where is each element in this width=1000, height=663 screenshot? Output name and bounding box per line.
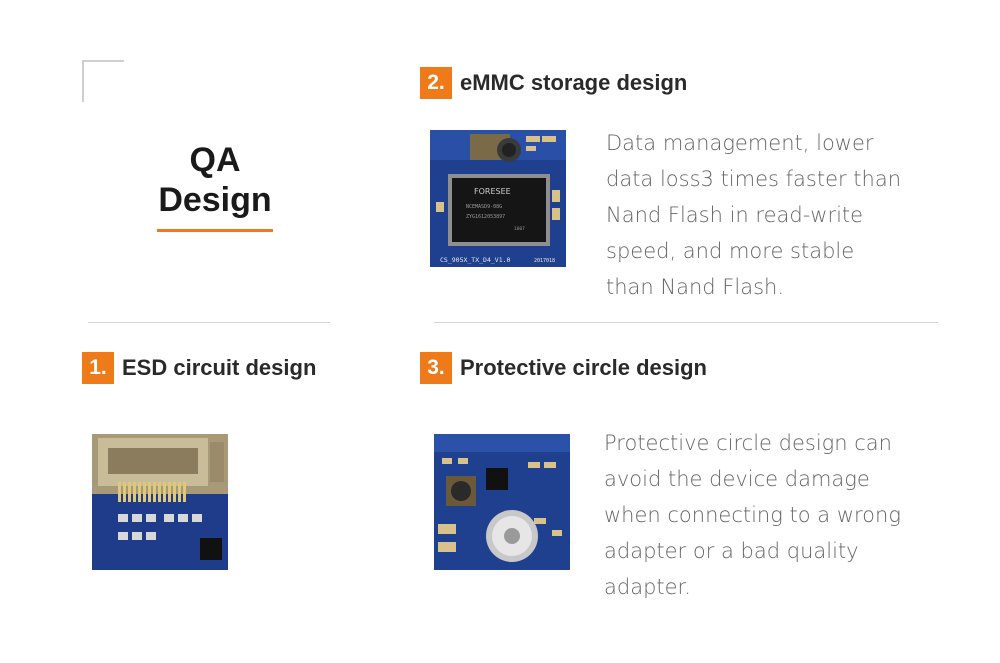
qa-title-line1: QA [189,141,241,179]
qa-title-line2: Design [158,181,272,219]
emmc-chip-photo: FORESEE NCEMASD9-08G ZYG1612053897 1607 … [430,130,566,267]
protective-desc-line: Protective circle design can [604,431,892,455]
protective-desc-line: adapter or a bad quality [604,539,859,563]
emmc-number-badge: 2. [420,67,452,99]
emmc-section-title: eMMC storage design [460,70,688,95]
emmc-desc-line: Data management, lower [606,131,874,155]
chip-brand-text: FORESEE [474,187,511,196]
emmc-desc-line: than Nand Flash. [606,275,784,299]
emmc-desc-line: speed, and more stable [606,239,855,263]
protective-section-heading: 3. Protective circle design [420,351,707,385]
board-date-text: 2017018 [534,258,555,264]
esd-circuit-photo [92,434,228,570]
esd-section-heading: 1. ESD circuit design [82,351,316,385]
esd-section-title: ESD circuit design [122,355,317,380]
emmc-desc-line: data loss3 times faster than [606,167,902,191]
protective-desc-line: when connecting to a wrong [604,503,901,527]
qa-design-title: QA Design [140,140,290,220]
protective-circuit-photo [434,434,570,570]
emmc-description: Data management, lower data loss3 times … [606,125,901,305]
protective-desc-line: avoid the device damage [604,467,870,491]
board-label-text: CS_905X_TX_D4_V1.0 [440,256,511,264]
esd-number-badge: 1. [82,352,114,384]
emmc-section-heading: 2. eMMC storage design [420,66,687,100]
protective-desc-line: adapter. [604,575,691,599]
protective-section-title: Protective circle design [460,355,707,380]
protective-number-badge: 3. [420,352,452,384]
chip-code-text: ZYG1612053897 [466,214,505,220]
corner-bracket-decoration [82,60,124,102]
emmc-desc-line: Nand Flash in read-write [606,203,864,227]
right-divider [434,322,938,323]
chip-part-text: NCEMASD9-08G [466,204,502,210]
qa-title-underline [157,229,273,232]
chip-suffix-text: 1607 [514,226,525,232]
left-divider [88,322,330,323]
protective-description: Protective circle design can avoid the d… [604,425,901,605]
